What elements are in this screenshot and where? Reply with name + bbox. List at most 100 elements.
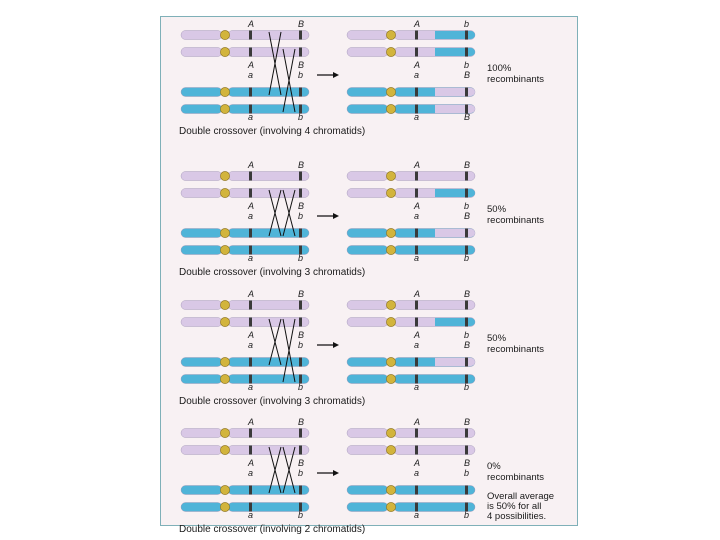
- chromatid-left-arm: [180, 30, 223, 40]
- overall-average-note: is 50% for all: [487, 501, 541, 512]
- right-allele-row-mid-1-locus-a: A: [413, 330, 420, 340]
- chromatid-right-arm: [393, 445, 476, 455]
- parental-chromatid: [180, 300, 310, 310]
- gene-band-b: [465, 357, 468, 367]
- left-allele-row-mid-1-locus-a: A: [247, 201, 254, 211]
- centromere: [220, 485, 230, 495]
- chromatid-left-arm: [346, 357, 389, 367]
- parental-chromatid: [180, 502, 310, 512]
- centromere: [386, 87, 396, 97]
- chromatid-right-arm: [227, 300, 310, 310]
- recombinant-tip: [466, 228, 475, 238]
- right-allele-row-bottom-locus-b: b: [464, 382, 469, 392]
- recombinant-percentage: 100%: [487, 63, 512, 74]
- gene-band-a: [415, 300, 418, 310]
- left-allele-row-mid-2-locus-b: b: [298, 468, 303, 478]
- chromatid-right-arm: [227, 428, 310, 438]
- parental-chromatid: [180, 104, 310, 114]
- centromere: [386, 171, 396, 181]
- gene-band-a: [415, 317, 418, 327]
- gene-band-b: [299, 374, 302, 384]
- left-allele-row-top-locus-b: B: [298, 160, 304, 170]
- gene-band-a: [249, 445, 252, 455]
- gene-band-a: [415, 245, 418, 255]
- chromatid-right-arm: [227, 188, 310, 198]
- gene-band-b: [299, 445, 302, 455]
- right-allele-row-mid-2-locus-b: b: [464, 468, 469, 478]
- gene-band-a: [249, 87, 252, 97]
- crossover-line: [282, 48, 296, 113]
- gene-band-b: [465, 87, 468, 97]
- chromatid-right-arm: [393, 245, 476, 255]
- parental-chromatid: [180, 245, 310, 255]
- overall-average-note: Overall average: [487, 491, 554, 502]
- recombinant-percentage: 50%: [487, 204, 507, 215]
- chromatid-left-arm: [346, 374, 389, 384]
- centromere: [220, 30, 230, 40]
- centromere: [220, 502, 230, 512]
- left-allele-row-mid-2-locus-b: b: [298, 70, 303, 80]
- chromatid-left-arm: [346, 228, 389, 238]
- right-allele-row-top-locus-a: A: [413, 160, 420, 170]
- gene-band-b: [465, 30, 468, 40]
- product-chromatid: [346, 374, 476, 384]
- gene-band-a: [415, 374, 418, 384]
- left-allele-row-bottom-locus-b: b: [298, 112, 303, 122]
- gene-band-a: [249, 104, 252, 114]
- parental-chromatid: [180, 485, 310, 495]
- left-allele-row-mid-1-locus-b: B: [298, 60, 304, 70]
- chromatid-left-arm: [180, 502, 223, 512]
- chromatid-right-arm: [227, 171, 310, 181]
- parental-chromatid: [180, 30, 310, 40]
- gene-band-a: [415, 104, 418, 114]
- left-allele-row-top-locus-a: A: [247, 417, 254, 427]
- gene-band-b: [299, 171, 302, 181]
- right-allele-row-top-locus-a: A: [413, 19, 420, 29]
- right-allele-row-top-locus-a: A: [413, 289, 420, 299]
- gene-band-a: [249, 357, 252, 367]
- left-allele-row-mid-2-locus-a: a: [248, 340, 253, 350]
- centromere: [386, 104, 396, 114]
- crossover-line: [282, 318, 296, 383]
- left-allele-row-mid-1-locus-b: B: [298, 458, 304, 468]
- panel-caption: Double crossover (involving 2 chromatids…: [179, 524, 365, 535]
- gene-band-b: [465, 428, 468, 438]
- recombinant-percentage: 0%: [487, 461, 501, 472]
- centromere: [386, 357, 396, 367]
- left-allele-row-bottom-locus-a: a: [248, 382, 253, 392]
- centromere: [386, 445, 396, 455]
- crossover-line: [268, 31, 282, 96]
- chromatid-right-arm: [227, 485, 310, 495]
- centromere: [386, 300, 396, 310]
- centromere: [386, 30, 396, 40]
- left-allele-row-bottom-locus-a: a: [248, 112, 253, 122]
- product-chromatid: [346, 171, 476, 181]
- centromere: [386, 428, 396, 438]
- centromere: [220, 104, 230, 114]
- crossover-line: [268, 446, 282, 494]
- right-allele-row-top-locus-b: B: [464, 417, 470, 427]
- right-allele-row-bottom-locus-b: b: [464, 253, 469, 263]
- gene-band-b: [299, 485, 302, 495]
- recombinant-tip: [466, 47, 475, 57]
- gene-band-b: [465, 485, 468, 495]
- left-allele-row-mid-2-locus-a: a: [248, 70, 253, 80]
- chromatid-left-arm: [180, 47, 223, 57]
- chromatid-left-arm: [346, 485, 389, 495]
- product-chromatid: [346, 228, 476, 238]
- centromere: [386, 485, 396, 495]
- left-allele-row-mid-1-locus-a: A: [247, 60, 254, 70]
- centromere: [386, 47, 396, 57]
- centromere: [220, 171, 230, 181]
- parental-chromatid: [180, 47, 310, 57]
- recombinant-segment: [435, 188, 471, 198]
- centromere: [386, 245, 396, 255]
- centromere: [220, 317, 230, 327]
- gene-band-a: [249, 171, 252, 181]
- centromere: [220, 228, 230, 238]
- recombinant-segment: [435, 30, 471, 40]
- gene-band-b: [465, 317, 468, 327]
- gene-band-b: [465, 188, 468, 198]
